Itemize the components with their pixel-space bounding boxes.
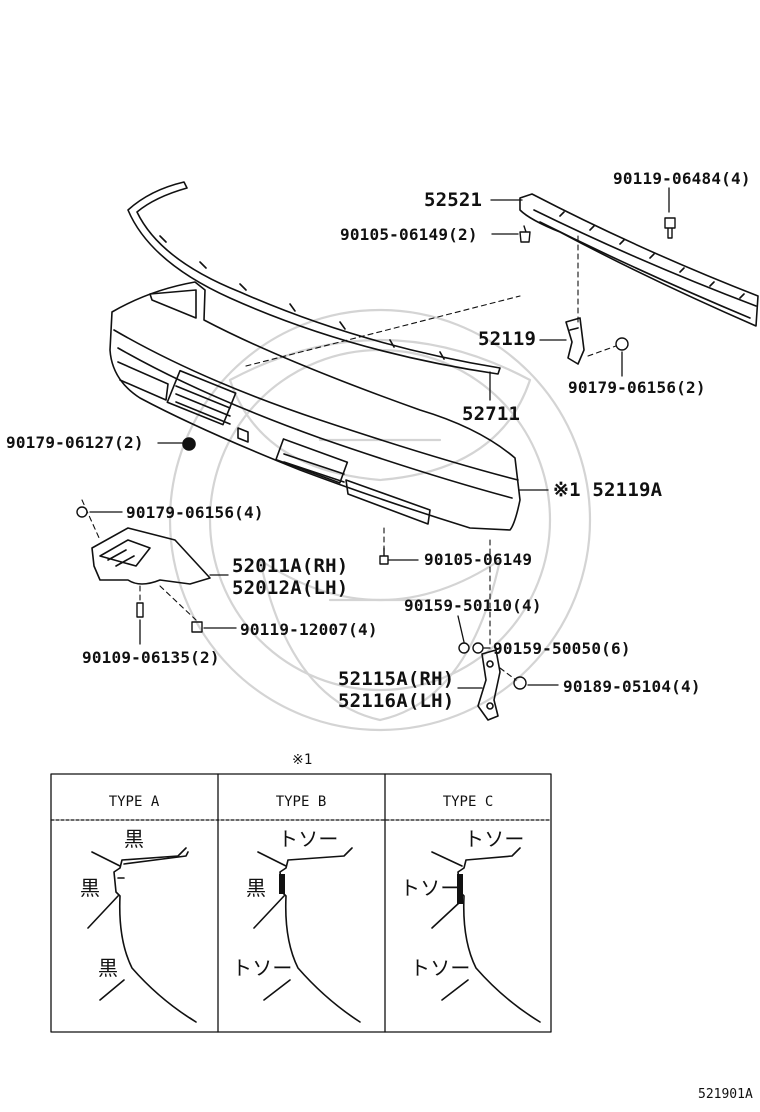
type-b-mid-label: 黒 bbox=[246, 876, 267, 900]
label-90119-12007: 90119-12007(4) bbox=[240, 620, 378, 639]
label-52119A: ※1 52119A bbox=[553, 479, 663, 501]
label-90105-06149: 90105-06149 bbox=[424, 550, 533, 569]
label-90159-50050: 90159-50050(6) bbox=[493, 639, 631, 658]
label-52011A: 52011A(RH) bbox=[232, 555, 349, 577]
type-a-mid-label: 黒 bbox=[80, 876, 101, 900]
type-a-profile bbox=[87, 847, 197, 1023]
label-90179-06156-4: 90179-06156(4) bbox=[126, 503, 264, 522]
leader-lines bbox=[89, 187, 670, 689]
type-c-top-label: トソー bbox=[464, 827, 525, 851]
part-52115A-stay bbox=[477, 649, 501, 721]
type-c-low-label: トソー bbox=[410, 956, 471, 980]
type-c-mid-label: トソー bbox=[400, 876, 461, 900]
label-52115A: 52115A(RH) bbox=[338, 668, 455, 690]
label-90109-06135: 90109-06135(2) bbox=[82, 648, 220, 667]
type-b-profile bbox=[253, 847, 361, 1023]
type-c-profile bbox=[431, 847, 541, 1023]
type-b-low-label: トソー bbox=[232, 956, 293, 980]
part-bumper-cover bbox=[109, 281, 521, 531]
label-52711: 52711 bbox=[462, 403, 521, 425]
label-52119: 52119 bbox=[478, 328, 537, 350]
label-90159-50110: 90159-50110(4) bbox=[404, 596, 542, 615]
header-type-b: TYPE B bbox=[275, 794, 327, 810]
header-type-a: TYPE A bbox=[108, 794, 160, 810]
part-52119-bracket bbox=[565, 317, 585, 365]
type-a-low-label: 黒 bbox=[98, 956, 119, 980]
label-90189-05104: 90189-05104(4) bbox=[563, 677, 701, 696]
diagram-code: 521901A bbox=[698, 1087, 753, 1102]
note-marker: ※1 bbox=[292, 752, 313, 768]
type-b-top-label: トソー bbox=[278, 827, 339, 851]
label-90119-06484: 90119-06484(4) bbox=[613, 169, 751, 188]
type-a-top-label: 黒 bbox=[124, 827, 145, 851]
label-90105-06149-2: 90105-06149(2) bbox=[340, 225, 478, 244]
label-52521: 52521 bbox=[424, 189, 483, 211]
label-52012A: 52012A(LH) bbox=[232, 577, 349, 599]
assembly-dashes bbox=[81, 235, 617, 681]
label-90179-06127: 90179-06127(2) bbox=[6, 433, 144, 452]
part-52521-reinforcement bbox=[519, 193, 759, 327]
label-90179-06156-2: 90179-06156(2) bbox=[568, 378, 706, 397]
part-52011A-support bbox=[91, 527, 211, 585]
part-52711-retainer bbox=[127, 181, 501, 375]
label-52116A: 52116A(LH) bbox=[338, 690, 455, 712]
header-type-c: TYPE C bbox=[442, 794, 494, 810]
type-table bbox=[50, 773, 552, 1033]
